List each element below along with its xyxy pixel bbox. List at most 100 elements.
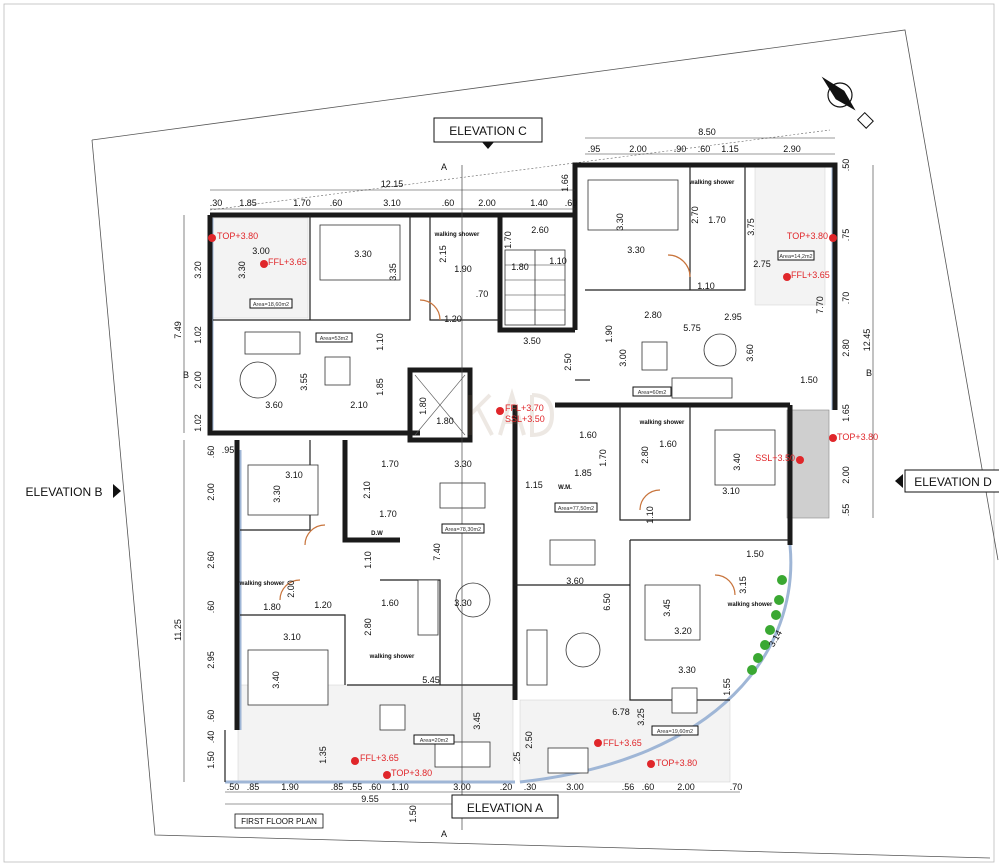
plan-label: walking shower xyxy=(689,180,735,186)
watermark-logo xyxy=(468,388,555,438)
plan-label: 3.35 xyxy=(388,263,398,281)
plan-label: Area=14,2m2 xyxy=(779,254,812,260)
plan-label: 2.60 xyxy=(531,225,549,235)
plan-label: 7.70 xyxy=(815,296,825,314)
plan-label: 3.40 xyxy=(271,671,281,689)
plan-label: 1.20 xyxy=(314,600,332,610)
plan-label: 1.70 xyxy=(293,198,311,208)
plan-label: 1.15 xyxy=(525,480,543,490)
plan-label: walking shower xyxy=(727,602,773,608)
plan-label: 9.55 xyxy=(361,794,379,804)
dining-table xyxy=(671,687,698,714)
plan-label: 3.30 xyxy=(354,249,372,259)
plan-label: .75 xyxy=(841,229,851,242)
plan-label: 3.10 xyxy=(722,486,740,496)
plan-label: 1.60 xyxy=(659,439,677,449)
plan-label: .55 xyxy=(350,782,363,792)
plan-label: .20 xyxy=(500,782,513,792)
shaft-void xyxy=(786,409,830,519)
plan-label: Area=19,60m2 xyxy=(657,729,693,735)
plan-label: TOP+3.80 xyxy=(217,231,258,241)
plan-label: 1.02 xyxy=(193,414,203,432)
plan-label: .30 xyxy=(524,782,537,792)
plan-label: 1.50 xyxy=(800,375,818,385)
plan-label: 1.40 xyxy=(530,198,548,208)
plan-label: 1.55 xyxy=(722,678,732,696)
plan-label: Area=53m2 xyxy=(320,336,349,342)
washing-machine-label: W.M. xyxy=(558,485,572,491)
plan-label: 3.00 xyxy=(453,782,471,792)
plan-label: 2.90 xyxy=(783,144,801,154)
section-marker-b-left: B xyxy=(183,370,189,380)
plan-label: 1.90 xyxy=(454,264,472,274)
plan-label: 2.00 xyxy=(677,782,695,792)
plan-label: 5.45 xyxy=(422,675,440,685)
plan-label: 7.49 xyxy=(173,321,183,339)
plan-label: 3.25 xyxy=(636,708,646,726)
elevation-c-label: ELEVATION C xyxy=(433,117,543,149)
plan-label: 1.66 xyxy=(560,174,570,192)
section-marker-a-top: A xyxy=(441,162,447,172)
dimensions-top: 12.15 .30 1.85 1.70 .60 3.10 .60 2.00 1.… xyxy=(210,127,801,208)
plan-label: Area=18,60m2 xyxy=(253,302,289,308)
plan-label: TOP+3.80 xyxy=(837,432,878,442)
plan-label: 3.30 xyxy=(627,245,645,255)
plan-label: walking shower xyxy=(434,232,480,238)
plan-label: FFL+3.65 xyxy=(603,738,642,748)
plan-label: 3.20 xyxy=(674,626,692,636)
plan-label: 3.50 xyxy=(523,336,541,346)
plan-label: 2.70 xyxy=(690,206,700,224)
bed xyxy=(644,584,701,641)
plan-label: 5.75 xyxy=(683,323,701,333)
plan-label: .50 xyxy=(841,159,851,172)
plan-label: 1.70 xyxy=(708,215,726,225)
plan-label: 1.02 xyxy=(193,326,203,344)
dimensions-right: 12.45 .50 .75 .70 2.80 1.65 2.00 .55 7.7… xyxy=(800,159,872,517)
plan-label: .56 xyxy=(622,782,635,792)
plan-label: SSL+3.50 xyxy=(505,414,545,424)
plan-label: walking shower xyxy=(369,654,415,660)
plan-label: 1.10 xyxy=(697,281,715,291)
bed xyxy=(247,649,329,706)
site-boundary-lower xyxy=(91,139,991,859)
plan-label: 1.80 xyxy=(511,262,529,272)
plan-label: .60 xyxy=(565,198,578,208)
dining-table xyxy=(439,482,486,509)
bed xyxy=(247,464,319,516)
plan-label: 3.55 xyxy=(299,373,309,391)
plan-label: 2.10 xyxy=(350,400,368,410)
plan-label: .60 xyxy=(642,782,655,792)
coffee-table xyxy=(565,632,601,668)
plan-label: FFL+3.65 xyxy=(791,270,830,280)
plan-label: 2.00 xyxy=(193,371,203,389)
plan-label: 12.45 xyxy=(862,329,872,352)
dimension-lines xyxy=(183,137,874,830)
plan-label: 1.85 xyxy=(239,198,257,208)
plan-label: 3.00 xyxy=(566,782,584,792)
plan-label: 2.00 xyxy=(629,144,647,154)
plan-label: 6.50 xyxy=(602,593,612,611)
plan-label: 1.10 xyxy=(375,333,385,351)
plan-label: 2.00 xyxy=(286,580,296,598)
plan-label: 1.60 xyxy=(579,430,597,440)
plan-label: .95 xyxy=(588,144,601,154)
plan-label: 1.10 xyxy=(391,782,409,792)
sofa xyxy=(526,629,548,686)
plan-label: 1.70 xyxy=(381,459,399,469)
level-markers: TOP+3.80 FFL+3.65 FFL+3.70 SSL+3.50 TOP+… xyxy=(208,231,878,779)
plan-label: 3.60 xyxy=(566,576,584,586)
plan-label: 1.85 xyxy=(375,378,385,396)
plan-label: 1.80 xyxy=(418,397,428,415)
planter xyxy=(747,575,787,675)
plan-label: .60 xyxy=(206,601,216,614)
plan-label: 1.35 xyxy=(318,746,328,764)
section-marker-a-bottom: A xyxy=(441,829,447,839)
plan-label: 1.50 xyxy=(746,549,764,559)
partitions xyxy=(213,165,790,701)
plan-label: 3.45 xyxy=(472,712,482,730)
plan-label: 2.60 xyxy=(206,551,216,569)
plan-label: .40 xyxy=(206,731,216,744)
plan-label: 3.30 xyxy=(454,459,472,469)
plan-label: 3.10 xyxy=(283,632,301,642)
